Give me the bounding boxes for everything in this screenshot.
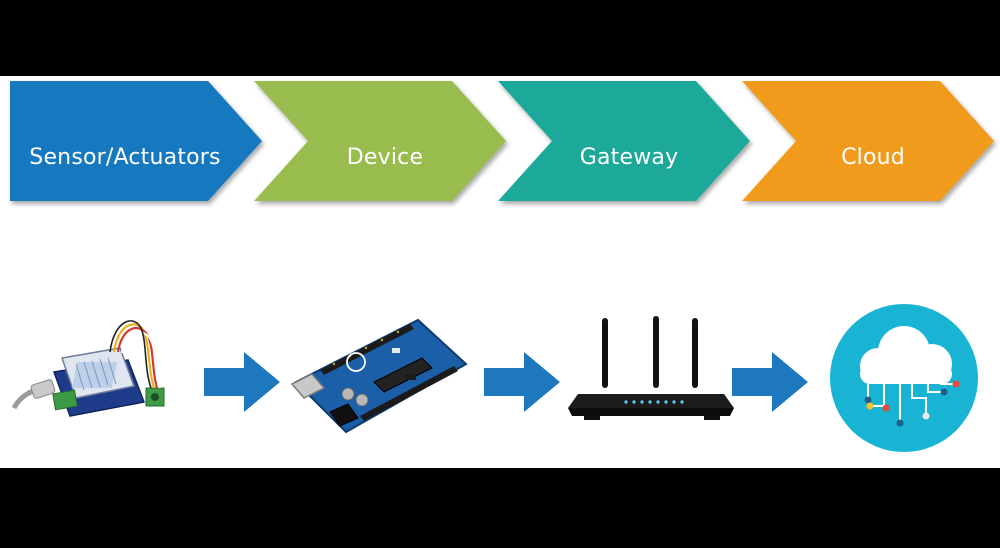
stage-label-cloud: Cloud [841, 145, 905, 170]
chevron-sensor-actuators [10, 81, 262, 201]
chevron-device [254, 81, 506, 201]
stage-chevron-banner [10, 81, 994, 201]
stage-label-gateway: Gateway [579, 145, 679, 170]
flow-arrow-right-icon [484, 352, 560, 412]
stage-label-device: Device [346, 145, 424, 170]
wifi-router-icon [568, 316, 734, 420]
diagram-panel: Sensor/Actuators Device Gateway Cloud [0, 76, 1000, 468]
cloud-network-icon [830, 304, 978, 452]
stage-label-sensor-actuators: Sensor/Actuators [29, 145, 221, 170]
arduino-board-icon [290, 318, 468, 434]
chevron-cloud [742, 81, 994, 201]
flow-arrow-right-icon [732, 352, 808, 412]
chevron-gateway [498, 81, 750, 201]
flow-arrow-right-icon [204, 352, 280, 412]
sensor-board-icon [11, 320, 165, 417]
